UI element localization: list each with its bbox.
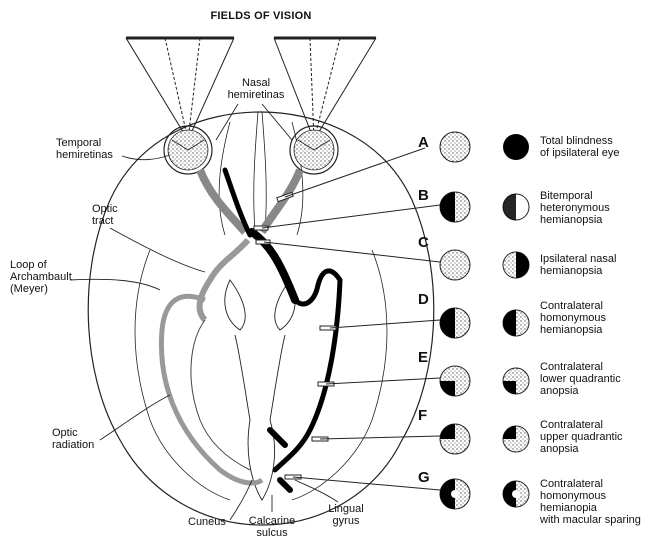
optic-nerves [200,170,300,232]
defect-F-2: upper quadrantic [540,431,623,443]
brain-outline [88,112,434,525]
defect-E-1: Contralateral [540,361,603,373]
label-lingual-2: gyrus [333,515,360,527]
defect-F-1: Contralateral [540,419,603,431]
defect-G-4: with macular sparing [539,514,641,526]
defect-G-2: homonymous [540,490,607,502]
defect-B-1: Bitemporal [540,190,593,202]
lesion-letter-A: A [418,134,429,151]
label-calcarine-1: Calcarine [249,515,295,527]
right-eye [290,126,338,174]
label-loop-1: Loop of [10,259,48,271]
leader-lines [262,148,440,490]
label-lingual-1: Lingual [328,503,363,515]
defect-C-2: hemianopsia [540,265,603,277]
defect-F-3: anopsia [540,443,579,455]
lesion-letter-C: C [418,234,429,251]
label-calcarine-2: sulcus [256,527,288,539]
defect-A-1: Total blindness [540,135,613,147]
label-temporal-2: hemiretinas [56,149,113,161]
defect-G-1: Contralateral [540,478,603,490]
label-optic-tract-2: tract [92,215,113,227]
figure-title: FIELDS OF VISION [211,10,312,22]
label-loop-3: (Meyer) [10,283,48,295]
label-optic-tract-1: Optic [92,203,118,215]
left-eye [164,126,212,174]
defect-icon-total-blindness [503,134,529,160]
lesion-letter-G: G [418,469,430,486]
defect-C-1: Ipsilateral nasal [540,253,616,265]
lesion-letter-D: D [418,291,429,308]
label-optic-radiation-1: Optic [52,427,78,439]
defect-B-2: heteronymous [540,202,610,214]
label-temporal-1: Temporal [56,137,101,149]
lesion-markers [254,192,336,479]
defect-D-2: homonymous [540,312,607,324]
defect-G-3: hemianopia [540,502,598,514]
stippled-visual-pathway [161,240,262,483]
lesion-letter-F: F [418,407,427,424]
label-optic-radiation-2: radiation [52,439,94,451]
defect-E-2: lower quadrantic [540,373,621,385]
defect-D-1: Contralateral [540,300,603,312]
defect-B-3: hemianopsia [540,214,603,226]
defect-E-3: anopsia [540,385,579,397]
defect-A-2: of ipsilateral eye [540,147,620,159]
label-nasal-2: hemiretinas [228,89,285,101]
defect-D-3: hemianopsia [540,324,603,336]
label-nasal-1: Nasal [242,77,270,89]
label-cuneus: Cuneus [188,516,226,528]
lesion-letter-B: B [418,187,429,204]
lesion-letter-E: E [418,349,428,366]
label-loop-2: Archambault [10,271,72,283]
